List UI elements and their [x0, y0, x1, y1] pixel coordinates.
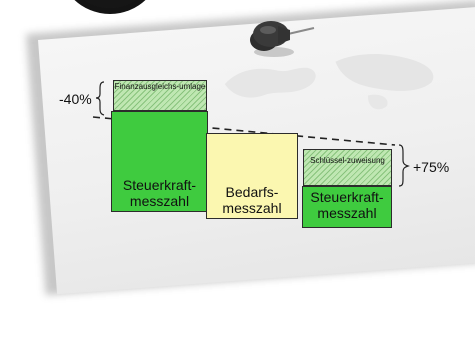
finanzausgleichsumlage-block [113, 80, 207, 111]
right-brace-icon [398, 144, 410, 187]
bedarfsmesszahl-block [206, 133, 298, 219]
left-steuerkraft-block [111, 111, 208, 212]
right-steuerkraft-label: Steuerkraft-messzahl [310, 189, 384, 221]
emblem-dark-stripe [64, 0, 156, 8]
pushpin-icon [250, 21, 315, 57]
plus-75-percent: +75% [413, 159, 450, 175]
schluesselzuweisung-label: Schlüssel-zuweisung [310, 156, 385, 165]
schluesselzuweisung-block [303, 149, 392, 186]
paper-note [38, 6, 475, 295]
left-steuerkraft-label: Steuerkraft-messzahl [122, 177, 197, 209]
world-map-watermark [224, 54, 434, 110]
minus-40-percent: -40% [59, 91, 92, 107]
right-steuerkraft-block [302, 186, 392, 228]
bedarfsmesszahl-label: Bedarfs-messzahl [222, 184, 282, 216]
left-brace-icon [95, 81, 105, 116]
emblem-inner [64, 0, 156, 8]
finanzausgleichsumlage-label: Finanzausgleichs-umlage [114, 82, 206, 91]
